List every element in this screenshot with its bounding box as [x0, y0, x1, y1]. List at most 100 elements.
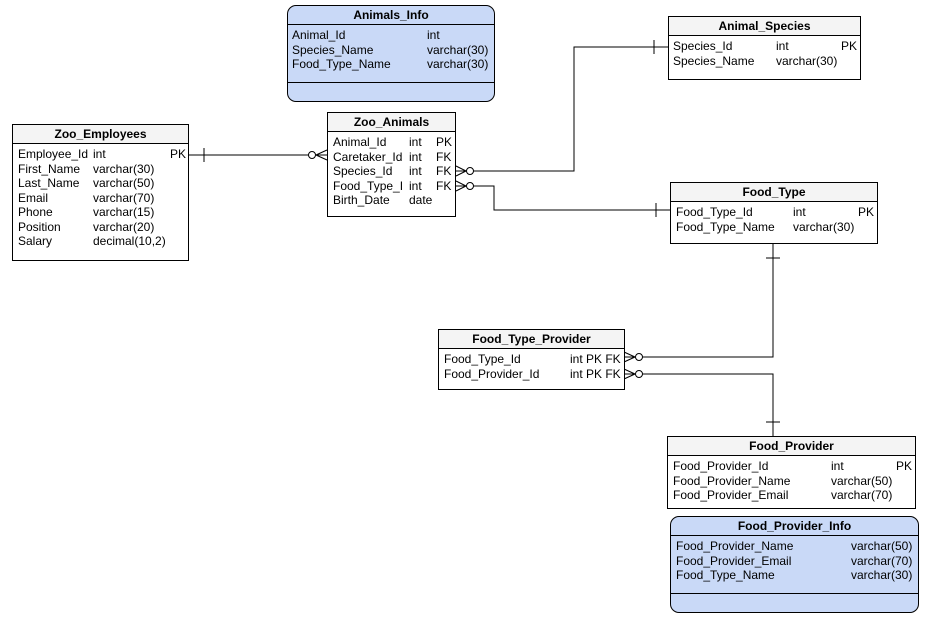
column-name: Food_Type_Id — [444, 352, 521, 366]
column-row: Food_Provider_Id int PK FK — [439, 367, 624, 382]
entity-title: Animals_Info — [288, 6, 494, 25]
column-row: Caretaker_Id int FK — [328, 150, 455, 165]
column-type: date — [409, 193, 433, 207]
column-type: int — [409, 164, 422, 178]
entity-zoo-animals[interactable]: Zoo_Animals Animal_Id int PK Caretaker_I… — [327, 112, 456, 217]
column-name: Last_Name — [18, 176, 80, 190]
column-key: PK — [436, 135, 453, 149]
entity-food-type[interactable]: Food_Type Food_Type_Id int PK Food_Type_… — [670, 182, 878, 244]
entity-food-provider[interactable]: Food_Provider Food_Provider_Id int PK Fo… — [667, 436, 916, 509]
entity-title: Food_Type — [671, 183, 877, 202]
column-type: varchar(30) — [851, 568, 913, 582]
entity-food-type-provider[interactable]: Food_Type_Provider Food_Type_Id int PK F… — [438, 329, 625, 390]
column-name: Food_Type_Id — [676, 205, 753, 219]
entity-animals-info[interactable]: Animals_Info Animal_Id int Species_Name … — [287, 5, 495, 102]
column-type: varchar(70) — [851, 553, 913, 568]
column-row: Species_Id int FK — [328, 164, 455, 179]
column-type: decimal(10,2) — [93, 234, 166, 248]
column-type: int — [93, 147, 106, 161]
column-name: Food_Provider_Email — [676, 553, 792, 568]
column-key: FK — [436, 149, 452, 164]
column-name: Food_Type_Name — [676, 219, 775, 234]
column-row: Employee_Id int PK — [13, 147, 188, 162]
column-row: Food_Provider_Email varchar(70) — [671, 554, 918, 569]
column-row: Food_Provider_Name varchar(50) — [671, 539, 918, 554]
entity-title: Zoo_Animals — [328, 113, 455, 132]
column-type: int — [409, 149, 422, 164]
column-name: Food_Type_Name — [676, 568, 775, 582]
column-key: PK — [896, 459, 913, 473]
column-type: varchar(20) — [93, 219, 155, 234]
rel-foodprovider-provider — [623, 368, 780, 436]
entity-animal-species[interactable]: Animal_Species Species_Id int PK Species… — [668, 16, 861, 80]
entity-title: Food_Provider — [668, 437, 915, 456]
column-row: Food_Provider_Id int PK — [668, 459, 915, 474]
column-name: Salary — [18, 234, 53, 248]
column-row: Last_Name varchar(50) — [13, 176, 188, 191]
column-name: Species_Id — [673, 39, 733, 53]
column-name: Animal_Id — [333, 135, 387, 149]
entity-title: Zoo_Employees — [13, 125, 188, 144]
column-name: Position — [18, 219, 61, 234]
column-key: FK — [436, 164, 452, 178]
column-type: varchar(30) — [93, 161, 155, 176]
entity-title: Food_Provider_Info — [671, 517, 918, 536]
column-type: varchar(30) — [793, 219, 855, 234]
column-name: Birth_Date — [333, 193, 390, 207]
column-row: Species_Name varchar(30) — [669, 54, 860, 69]
column-type: varchar(15) — [93, 205, 155, 219]
column-name: Food_Provider_Name — [676, 539, 794, 553]
column-row: Food_Type_Id int PK — [671, 205, 877, 220]
column-key: PK — [858, 205, 875, 219]
column-name: Food_Type_Name — [292, 57, 391, 71]
column-type: varchar(50) — [851, 539, 913, 553]
column-type: int PK FK — [570, 366, 621, 381]
column-type: varchar(30) — [776, 53, 838, 68]
column-type: varchar(50) — [831, 473, 893, 488]
column-name: Food_Type_I — [333, 178, 404, 193]
column-row: Food_Type_I int FK — [328, 179, 455, 194]
column-name: Food_Provider_Name — [673, 473, 791, 488]
column-row: Species_Id int PK — [669, 39, 860, 54]
column-type: varchar(70) — [831, 488, 893, 502]
rel-employees-caretaker — [188, 148, 328, 162]
column-row: Birth_Date date — [328, 193, 455, 208]
column-name: Food_Provider_Email — [673, 488, 789, 502]
rel-animals-species — [455, 40, 668, 177]
column-row: Animal_Id int — [288, 28, 494, 43]
column-name: Caretaker_Id — [333, 149, 403, 164]
column-row: Position varchar(20) — [13, 220, 188, 235]
column-name: First_Name — [18, 161, 81, 176]
column-row: First_Name varchar(30) — [13, 162, 188, 177]
column-name: Species_Id — [333, 164, 393, 178]
column-type: int — [831, 459, 844, 473]
column-type: int — [776, 39, 789, 53]
column-name: Animal_Id — [292, 28, 346, 42]
entity-footer-divider — [288, 82, 494, 83]
column-name: Food_Provider_Id — [444, 366, 540, 381]
column-key: PK — [170, 147, 187, 161]
column-type: varchar(70) — [93, 190, 155, 205]
column-type: int — [427, 28, 440, 42]
column-row: Species_Name varchar(30) — [288, 43, 494, 58]
column-type: varchar(50) — [93, 176, 155, 190]
column-row: Salary decimal(10,2) — [13, 234, 188, 249]
entity-zoo-employees[interactable]: Zoo_Employees Employee_Id int PK First_N… — [12, 124, 189, 261]
column-row: Animal_Id int PK — [328, 135, 455, 150]
column-row: Food_Type_Name varchar(30) — [288, 57, 494, 72]
column-name: Email — [18, 190, 49, 205]
column-type: int PK FK — [570, 352, 621, 366]
column-row: Phone varchar(15) — [13, 205, 188, 220]
entity-footer-divider — [671, 593, 918, 594]
column-type: int — [409, 178, 422, 193]
column-name: Species_Name — [292, 42, 374, 57]
column-row: Email varchar(70) — [13, 191, 188, 206]
column-type: int — [409, 135, 422, 149]
column-row: Food_Provider_Email varchar(70) — [668, 488, 915, 503]
rel-foodtype-provider — [623, 243, 780, 363]
entity-title: Animal_Species — [669, 17, 860, 36]
column-type: varchar(30) — [427, 42, 489, 57]
entity-food-provider-info[interactable]: Food_Provider_Info Food_Provider_Name va… — [670, 516, 919, 613]
column-type: varchar(30) — [427, 57, 489, 71]
